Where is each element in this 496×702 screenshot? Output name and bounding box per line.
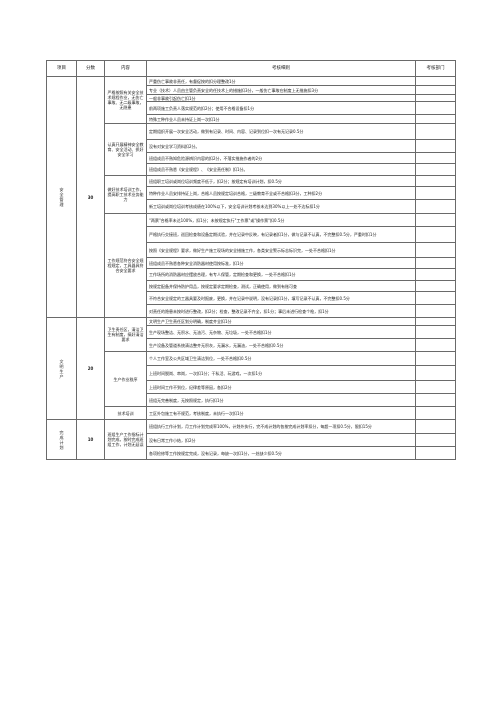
dept-cell	[415, 257, 456, 269]
dept-cell	[415, 186, 456, 200]
table-row: 认真开展精神安全教育、安全活动、抓好安全学习定期组织开展一次安全活动，做到有记录…	[47, 123, 456, 176]
dept-cell	[415, 85, 456, 95]
category-cell: 文明生产	[46, 317, 77, 420]
dept-cell	[415, 393, 456, 407]
rule-cell: "两票"合格率未达100%，扣1分；未按规定执行"工作票"或"操作票"扣0.5分	[146, 213, 416, 227]
content-cell: 工作规范符合安全规程规定，工具器具符合安全要求	[104, 213, 147, 318]
rule-cell: 特种作业人员安排持证上岗，合格人员按规定培训合格，三级教育不全或不合格扣3分，工…	[146, 186, 416, 200]
rule-cell: 班组成员不熟知危险源辨识内容的扣2分，不落实措施作者的2分	[146, 152, 416, 164]
dept-cell	[415, 213, 456, 227]
dept-cell	[415, 317, 456, 326]
rule-cell: 上班时间工作不到位，纪律差等原因，各扣2分	[146, 380, 416, 394]
rule-cell: 没有日常工作小结，扣2分	[146, 433, 416, 447]
dept-cell	[415, 226, 456, 243]
table-row: 做好技术培训工作，提高职工技术业务能力班组职工培训或岗位培训频度不低于，扣2分；…	[47, 175, 456, 214]
content-cell: 严格按照有关安全技术规程作业，无伤亡事故、无二级事故，无隐患	[104, 76, 147, 124]
table-row: 工作规范符合安全规程规定，工具器具符合安全要求"两票"合格率未达100%，扣1分…	[47, 213, 456, 318]
dept-cell	[415, 446, 456, 460]
dept-cell	[415, 152, 456, 164]
table-row: 技术培训工区外包施工有不规范，考核制度，未执行一次扣1分	[47, 406, 456, 420]
rule-cell: 一般非事故引起伤亡扣1分	[146, 94, 416, 102]
rule-cell: 班组成员不熟悉各种安全消防器材使用按标准，扣1分	[146, 257, 416, 269]
dept-cell	[415, 433, 456, 447]
rule-cell: 生产现场整洁、无积水、无油污、无杂物、无垃圾，一处不合格扣1分	[146, 325, 416, 339]
dept-cell	[415, 114, 456, 124]
table-row: 严格执行交接班，巡回检查和设备定期试验，并在记录中反映，有记录者扣1分，做与记录…	[47, 226, 456, 243]
table-row: 上班时间脱岗、串岗，一次扣1分；干私活、玩游戏，一次扣1分	[47, 365, 456, 381]
dept-cell	[415, 406, 456, 420]
dept-cell	[415, 199, 456, 214]
content-cell: 认真开展精神安全教育、安全活动、抓好安全学习	[104, 123, 147, 176]
score-cell: 20	[76, 317, 105, 420]
dept-cell	[415, 76, 456, 86]
rule-cell: 生产设备及管道系统清洁整齐无积灰，无漏水，无漏油，一处不合格扣0.5分	[146, 338, 416, 352]
dept-cell	[415, 365, 456, 381]
table-row: 对责任的隐患未按时进行整改，扣2分；检查，整改记录不齐全，扣1分；事后未进行检查…	[47, 304, 456, 318]
content-cell: 班组生产工作指标计划完成，按时完成班组工作，计划无延误	[104, 419, 147, 460]
dept-cell	[415, 304, 456, 318]
header-content: 内容	[104, 60, 147, 77]
category-cell: 安全管理	[46, 76, 77, 318]
content-cell: 卫生责任区，清洁卫生有制度，搞好清洁要求	[104, 317, 147, 352]
dept-cell	[415, 291, 456, 305]
table-row: 生产作业秩序个人工作室及公共区域卫生清洁到位，一处不合格扣0.5分	[47, 351, 456, 407]
table-row: 前两项施工负责人落实规范的扣2分；使用不合格设备扣1分	[47, 101, 456, 115]
header-project: 项目	[46, 60, 77, 77]
header-rule: 考核细则	[146, 60, 416, 77]
dept-cell	[415, 94, 456, 102]
header-row: 项目 分数 内容 考核细则 考核部门	[46, 60, 456, 77]
header-dept: 考核部门	[415, 60, 456, 77]
table-row: 各项检修等工作按规定完成，没有记录，每缺一次扣1分，一处缺少扣0.5分	[47, 446, 456, 460]
rule-cell: 班组无完善制度，无按照规定，执行扣1分	[146, 393, 416, 407]
dept-cell	[415, 175, 456, 187]
rule-cell: 上班时间脱岗、串岗，一次扣1分；干私活、玩游戏，一次扣1分	[146, 365, 416, 381]
table-row: 生产现场整洁、无积水、无油污、无杂物、无垃圾，一处不合格扣1分	[47, 325, 456, 339]
header-score: 分数	[76, 60, 105, 77]
rule-cell: 定期组织开展一次安全活动，做到有记录、时间、内容、记录到位扣一次有无记录0.5分	[146, 123, 416, 140]
rule-cell: 班组职工培训或岗位培训频度不低于，扣2分；按规定有培训计划，扣0.5分	[146, 175, 416, 187]
category-cell: 完成计划	[46, 419, 77, 460]
rule-cell: 对责任的隐患未按时进行整改，扣2分；检查，整改记录不齐全，扣1分；事后未进行检查…	[146, 304, 416, 318]
rule-cell: 严重伤亡事故非责任，有督促按的扣分理整改1分	[146, 76, 416, 86]
content-cell: 生产作业秩序	[104, 351, 147, 407]
rule-cell: 前两项施工负责人落实规范的扣2分；使用不合格设备扣1分	[146, 101, 416, 115]
dept-cell	[415, 351, 456, 366]
rule-cell: 班组执行工作计划，月工作计划完成率100%，计划外执行，完不成计划的各按完成计划…	[146, 419, 416, 434]
dept-cell	[415, 101, 456, 115]
rule-cell: 没有对安全学习资料扣2分。	[146, 139, 416, 153]
rule-cell: 新工培训或岗位培训考核成绩在100%以下，安全培训计划考核未达到30%以上一处不…	[146, 199, 416, 214]
content-cell: 做好技术培训工作，提高职工技术业务能力	[104, 175, 147, 214]
dept-cell	[415, 242, 456, 258]
score-cell: 30	[76, 76, 105, 318]
rule-cell: 专业（技术）人员由主管负责安全的任技术上的措施扣3分，一般伤亡事故在制度上无措施…	[146, 85, 416, 95]
content-cell: 技术培训	[104, 406, 147, 420]
rule-cell: 各项检修等工作按规定完成，没有记录，每缺一次扣1分，一处缺少扣0.5分	[146, 446, 416, 460]
rule-cell: 严格执行交接班，巡回检查和设备定期试验，并在记录中反映，有记录者扣1分，做与记录…	[146, 226, 416, 243]
rule-cell: 工区外包施工有不规范，考核制度，未执行一次扣1分	[146, 406, 416, 420]
dept-cell	[415, 338, 456, 352]
dept-cell	[415, 325, 456, 339]
dept-cell	[415, 268, 456, 281]
rule-cell: 按规定配备并保持防护用品，按规定要求定期检查，测试，正确使用，做到有账可查	[146, 280, 416, 292]
rule-cell: 个人工作室及公共区域卫生清洁到位，一处不合格扣0.5分	[146, 351, 416, 366]
score-cell: 10	[76, 419, 105, 460]
rule-cell: 班组成员不熟悉《安全规程》、《安全责任制》扣1分。	[146, 163, 416, 176]
rule-cell: 工作场所的消防器材应摆放合理，有专人保管，定期检查和更换，一处不合格扣1分	[146, 268, 416, 281]
rule-cell: 按照《安全规程》要求，做好生产施工现场的安全措施工作，各类安全警示标志标识完，一…	[146, 242, 416, 258]
rule-cell: 特殊工种作业人员未持证上岗一次扣1分	[146, 114, 416, 124]
dept-cell	[415, 139, 456, 153]
rule-cell: 不符合安全规定的工器具要及时报废，更换，并在记录中说明，没有记录扣1分，填写记录…	[146, 291, 416, 305]
dept-cell	[415, 123, 456, 140]
rule-cell: 文明生产卫生责任区划分明确，制度齐全扣1分	[146, 317, 416, 326]
dept-cell	[415, 380, 456, 394]
dept-cell	[415, 419, 456, 434]
dept-cell	[415, 280, 456, 292]
dept-cell	[415, 163, 456, 176]
